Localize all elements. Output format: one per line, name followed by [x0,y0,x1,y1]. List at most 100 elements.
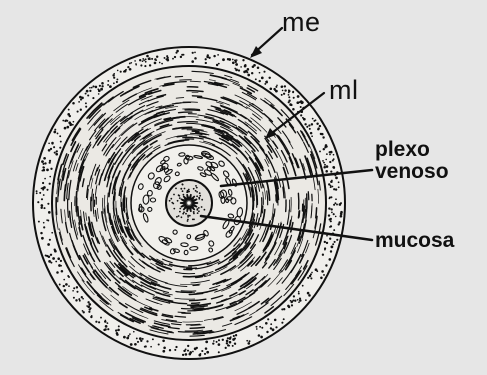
muscle-fiber [185,110,200,111]
outer-dot [235,63,238,66]
outer-dot [330,218,332,220]
outer-dot [127,66,129,68]
outer-dot [85,93,87,95]
outer-dot [118,325,120,327]
outer-dot [266,80,268,82]
outer-dot [50,168,52,170]
outer-dot [182,354,184,356]
muscle-fiber [179,112,192,113]
outer-dot [50,254,52,256]
outer-dot [282,90,284,92]
outer-dot [338,181,340,183]
outer-dot [270,323,272,325]
outer-dot [329,198,331,200]
outer-dot [216,341,218,343]
mucosa-cell [195,190,197,192]
outer-dot [43,222,45,224]
outer-dot [105,320,107,322]
outer-dot [151,58,153,60]
outer-dot [36,190,38,192]
outer-dot [298,301,300,303]
outer-dot [328,183,330,185]
outer-dot [116,332,119,335]
outer-dot [288,96,290,98]
outer-dot [301,101,304,104]
outer-dot [226,340,229,343]
outer-dot [83,311,85,313]
outer-dot [109,85,112,88]
outer-dot [274,319,277,322]
outer-dot [321,270,324,273]
muscle-fiber [187,91,203,92]
outer-dot [65,119,67,121]
outer-dot [154,62,157,65]
outer-dot [60,265,62,267]
outer-dot [41,205,43,207]
outer-dot [218,339,220,341]
outer-dot [55,153,58,156]
outer-dot [307,292,310,295]
outer-dot [284,85,286,87]
outer-dot [258,334,261,337]
outer-dot [238,69,240,71]
label-me: me [282,9,321,36]
outer-dot [105,325,108,328]
outer-dot [333,158,335,160]
outer-dot [196,347,198,349]
outer-dot [275,86,277,88]
mucosa-cell [197,212,199,214]
outer-dot [246,340,248,342]
outer-dot [232,338,235,341]
outer-dot [333,213,335,215]
outer-dot [92,97,94,99]
mucosa-cell [196,195,198,197]
outer-dot [100,88,103,91]
outer-dot [322,254,324,256]
outer-dot [247,74,250,77]
outer-dot [65,283,68,286]
outer-dot [329,154,331,156]
outer-dot [162,340,165,343]
outer-dot [43,186,46,189]
mucosa-cell [181,216,183,218]
outer-dot [325,170,328,173]
outer-dot [333,229,335,231]
outer-dot [129,62,131,64]
mucosa-cell [198,197,200,199]
outer-dot [48,142,50,144]
outer-dot [227,337,229,339]
outer-dot [169,349,171,351]
outer-dot [72,124,74,126]
outer-dot [322,160,324,162]
mucosa-cell [182,183,184,185]
outer-dot [275,326,277,328]
outer-dot [154,58,156,60]
muscle-fiber [192,303,200,304]
outer-dot [49,160,51,162]
outer-dot [72,290,74,292]
outer-dot [42,182,44,184]
outer-dot [156,55,158,57]
outer-dot [120,71,122,73]
outer-dot [80,109,82,111]
mucosa-cell [170,198,172,200]
outer-dot [208,57,210,59]
outer-dot [334,202,336,204]
outer-dot [41,160,44,163]
outer-dot [79,96,82,99]
outer-dot [73,287,75,289]
outer-dot [217,54,219,56]
outer-dot [39,192,41,194]
mucosa-cell [198,210,200,212]
outer-dot [66,126,69,129]
outer-dot [167,57,169,59]
outer-dot [213,340,215,342]
outer-dot [192,351,194,353]
outer-dot [36,192,38,194]
outer-dot [288,92,290,94]
mucosa-cell [179,208,181,210]
outer-dot [325,159,327,161]
outer-dot [331,208,333,210]
outer-dot [259,326,261,328]
outer-dot [144,346,146,348]
